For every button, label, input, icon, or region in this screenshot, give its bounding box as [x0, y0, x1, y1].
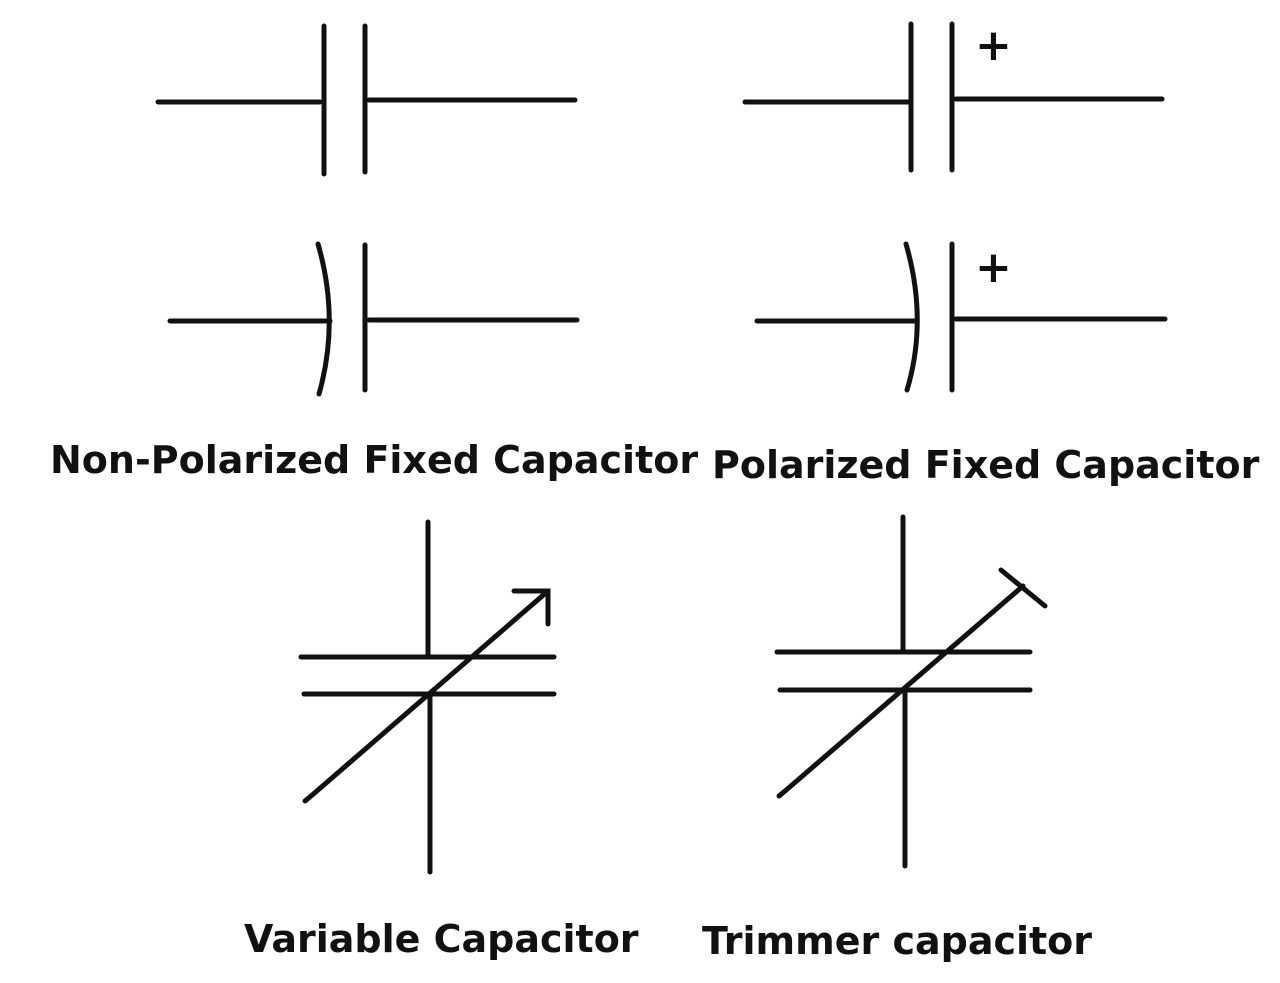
polarity-plus-sign: +: [975, 242, 1012, 293]
non-polarized-capacitor-symbol: [155, 23, 578, 177]
caption-non-polarized: Non-Polarized Fixed Capacitor: [50, 438, 699, 482]
plate-curved: [315, 241, 332, 397]
non-polarized-curved-capacitor-symbol: [167, 241, 580, 397]
polarized-capacitor-symbol: +: [742, 20, 1165, 173]
trimmer-end-bar: [998, 567, 1048, 609]
variable-capacitor-symbol: [298, 519, 557, 875]
polarized-curved-capacitor-symbol: +: [754, 241, 1168, 393]
variable-arrow-shaft: [302, 588, 551, 804]
caption-variable: Variable Capacitor: [244, 917, 639, 961]
variable-arrow-head: [511, 588, 551, 627]
trimmer-shaft: [776, 583, 1026, 799]
polarity-plus-sign: +: [975, 20, 1012, 71]
caption-polarized: Polarized Fixed Capacitor: [712, 443, 1260, 487]
plate-curved: [903, 241, 920, 393]
caption-trimmer: Trimmer capacitor: [702, 919, 1093, 963]
trimmer-capacitor-symbol: [774, 514, 1048, 869]
